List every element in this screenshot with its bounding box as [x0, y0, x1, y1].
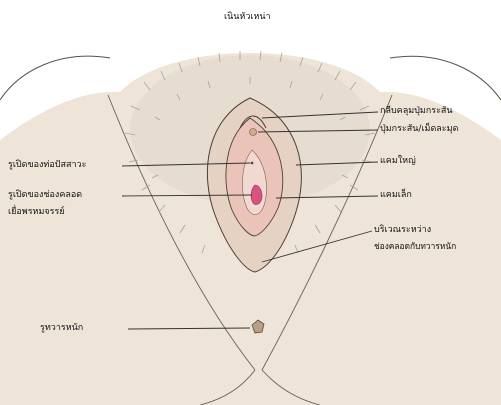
- anus-label: รูทวารหนัก: [40, 323, 83, 334]
- left-thigh-contour: [0, 56, 110, 100]
- hymen-label: เยื่อพรหมจรรย์: [8, 207, 65, 218]
- clitoris: [250, 129, 257, 136]
- urethral-opening-label: รูเปิดของท่อปัสสาวะ: [8, 160, 86, 171]
- perineum-label-line1: บริเวณระหว่าง: [374, 225, 431, 236]
- perineum-label-line2: ช่องคลอดกับทวารหนัก: [374, 241, 456, 252]
- urethral-opening-dot: [251, 162, 254, 165]
- clitoral-hood-label: กลีบคลุมปุ่มกระสัน: [380, 106, 453, 117]
- labia-majora-label: แคมใหญ่: [380, 156, 416, 167]
- clitoris-label: ปุ่มกระสัน/เม็ดละมุด: [380, 124, 458, 135]
- labia-minora-label: แคมเล็ก: [380, 190, 412, 201]
- vaginal-opening-label: รูเปิดของช่องคลอด: [8, 190, 82, 201]
- right-thigh-contour: [390, 56, 501, 100]
- mons-pubis-label: เนินหัวเหน่า: [224, 12, 271, 23]
